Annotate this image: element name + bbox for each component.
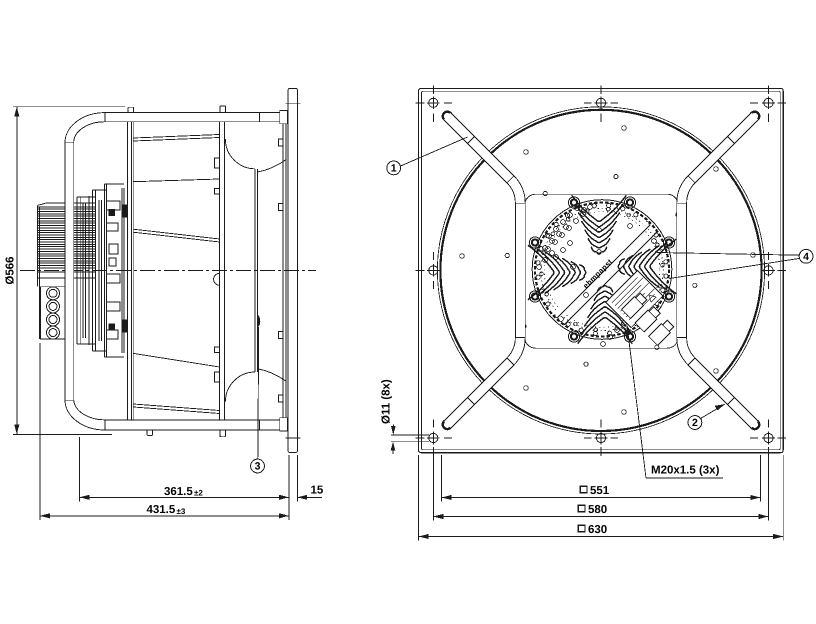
svg-text:580: 580 [588, 504, 607, 516]
svg-text:±3: ±3 [177, 507, 186, 516]
svg-text:2: 2 [692, 417, 698, 429]
svg-text:1: 1 [391, 163, 397, 175]
svg-text:4: 4 [803, 251, 809, 263]
svg-text:Ø566: Ø566 [5, 256, 17, 284]
svg-text:15: 15 [311, 485, 324, 497]
svg-text:361.5: 361.5 [164, 486, 193, 498]
svg-text:M20x1.5 (3x): M20x1.5 (3x) [651, 465, 720, 477]
svg-text:431.5: 431.5 [147, 504, 176, 516]
svg-text:551: 551 [590, 485, 610, 497]
svg-text:Ø11 (8x): Ø11 (8x) [381, 379, 393, 424]
svg-text:630: 630 [588, 524, 607, 536]
svg-text:±2: ±2 [194, 489, 203, 498]
svg-text:3: 3 [255, 461, 261, 473]
